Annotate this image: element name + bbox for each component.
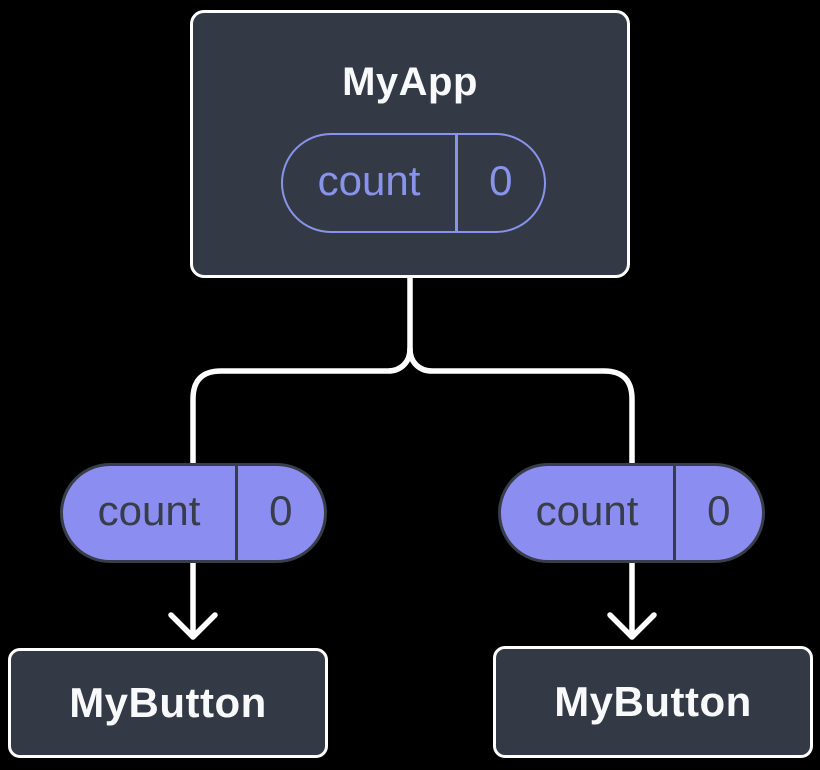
branch-right-line [407,346,635,471]
prop-pill-right: count 0 [498,463,765,563]
component-title: MyButton [554,678,752,725]
prop-pill-value: 0 [707,487,731,534]
prop-pill-label: count [535,487,639,534]
component-node-button-right: MyButton [493,646,813,758]
prop-pill-left: count 0 [60,463,327,563]
state-pill-value: 0 [489,157,513,204]
pill-divider [673,466,676,560]
state-pill: count 0 [281,133,546,233]
prop-pill-value: 0 [269,487,293,534]
component-node-button-left: MyButton [8,648,328,758]
component-title: MyButton [69,679,267,726]
component-title: MyApp [342,60,478,104]
component-node-root: MyApp count 0 [190,10,630,278]
pill-divider [235,466,238,560]
state-pill-label: count [317,157,421,204]
arrow-left-head [168,612,218,640]
pill-divider [455,135,458,231]
arrow-right-head [607,612,657,640]
branch-left-line [190,346,413,471]
prop-pill-label: count [97,487,201,534]
